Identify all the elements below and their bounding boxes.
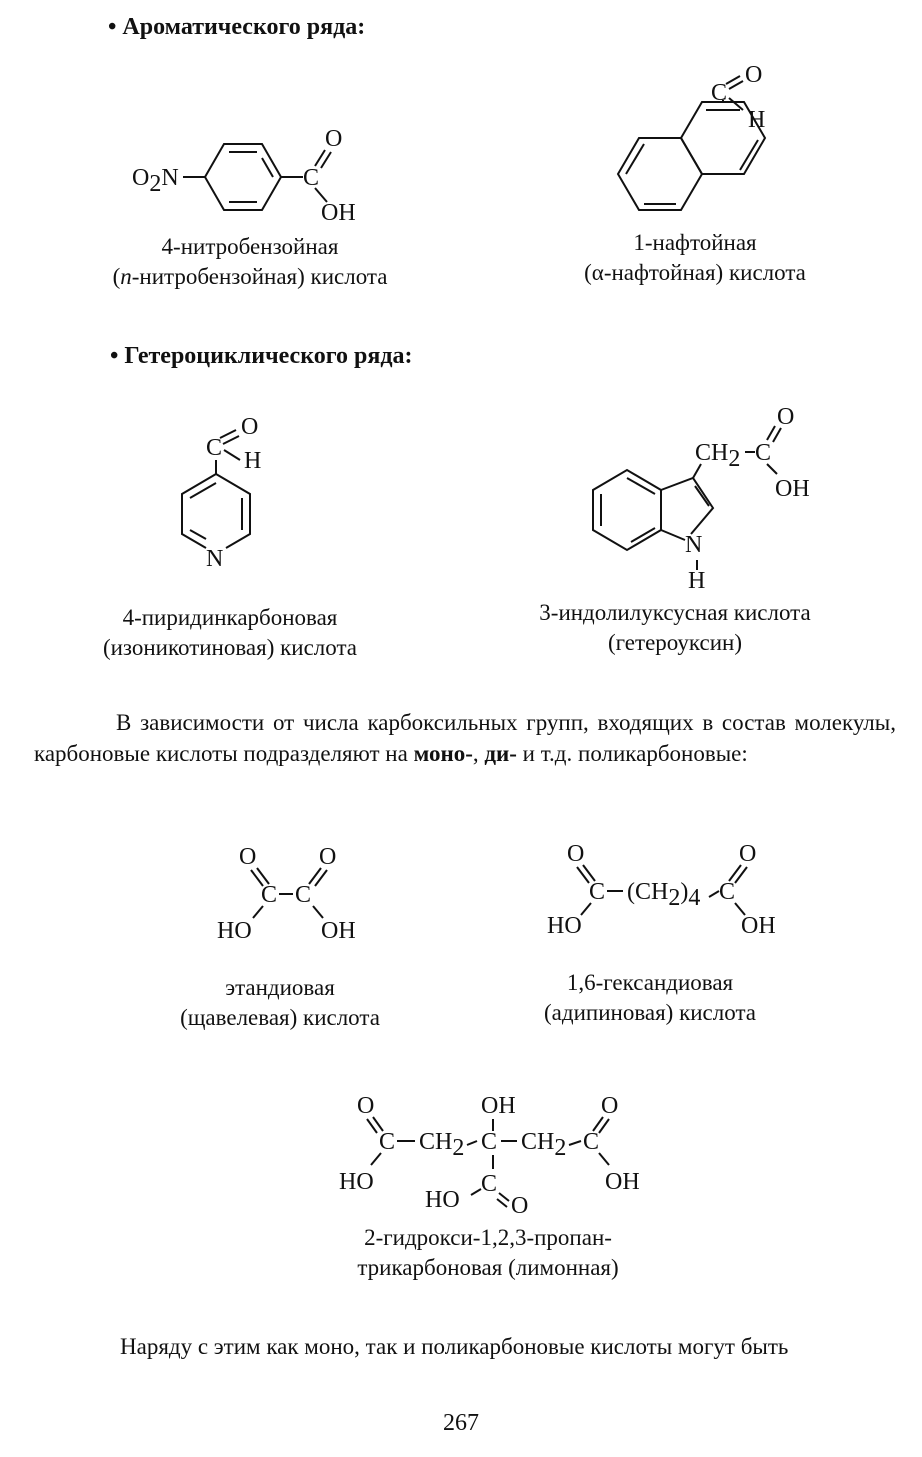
bullet: • — [110, 343, 119, 369]
compound-name-line2: (n-нитробензойная) кислота — [112, 264, 388, 289]
caption-naphthoic: 1-нафтойная (α-нафтойная) кислота — [545, 228, 845, 288]
caption-pyridinecarboxylic: 4-пиридинкарбоновая (изоникотиновая) кис… — [50, 603, 410, 663]
term-di: ди- — [484, 741, 517, 766]
structure-hexanedioic-acid: O O C (CH2)4 C HO OH — [547, 841, 776, 939]
group-ch2: CH2 — [695, 440, 740, 472]
atom-h: H — [688, 568, 705, 594]
atom-o-right: O — [319, 844, 336, 870]
atom-h: H — [244, 448, 261, 474]
compound-name-line1: 1,6-гександиовая — [566, 970, 734, 995]
atom-ho: HO — [217, 918, 252, 944]
atom-n: N — [206, 546, 223, 572]
atom-o: O — [325, 126, 342, 152]
paragraph-continuation: Наряду с этим как моно, так и поликарбон… — [120, 1334, 789, 1359]
page-number: 267 — [443, 1410, 479, 1436]
atom-c2: C — [481, 1129, 497, 1155]
compound-name-line2: (изоникотиновая) кислота — [102, 635, 358, 660]
atom-oh: OH — [775, 476, 810, 502]
structure-citric-acid: O OH O C CH2 C CH2 C HO OH C HO O — [339, 1093, 640, 1219]
paragraph-classification: В зависимости от числа карбоксильных гру… — [34, 710, 896, 766]
atom-c4: C — [481, 1171, 497, 1197]
atom-o-left: O — [357, 1093, 374, 1119]
atom-oh: OH — [321, 918, 356, 944]
caption-nitrobenzoic: 4-нитробензойная (n-нитробензойная) кисл… — [70, 232, 430, 292]
section-heading-heterocyclic: • Гетероциклического ряда: — [110, 343, 412, 370]
atom-c-left: C — [589, 879, 605, 905]
compound-name-line2: (адипиновая) кислота — [544, 1000, 756, 1025]
compound-name-line2: (гетероуксин) — [608, 630, 742, 655]
section-heading-aromatic: • Ароматического ряда: — [108, 14, 365, 41]
atom-c-right: C — [295, 882, 311, 908]
term-mono: моно- — [413, 741, 473, 766]
atom-h: H — [748, 107, 765, 133]
atom-o-left: O — [567, 841, 584, 867]
caption-ethanedioic: этандиовая (щавелевая) кислота — [110, 973, 450, 1033]
compound-name-line1: 4-пиридинкарбоновая — [122, 605, 338, 630]
structure-pyridinecarboxylic-acid: C O H N — [181, 414, 261, 572]
caption-hexanedioic: 1,6-гександиовая (адипиновая) кислота — [480, 968, 820, 1028]
atom-c-right: C — [719, 879, 735, 905]
atom-c: C — [755, 440, 771, 466]
section-title: Гетероциклического ряда: — [124, 343, 413, 369]
structure-naphthoic-acid: C C O H — [616, 62, 767, 211]
compound-name-line2: (α-нафтойная) кислота — [584, 260, 806, 285]
atom-oh-top: OH — [481, 1093, 516, 1119]
atom-oh: OH — [321, 200, 356, 226]
structure-indoleacetic-acid: N H CH2 C O OH — [592, 404, 810, 594]
atom-o: O — [777, 404, 794, 430]
compound-name-line2: трикарбоновая (лимонная) — [357, 1255, 619, 1280]
atom-o-right: O — [601, 1093, 618, 1119]
atom-o-right: O — [739, 841, 756, 867]
atom-oh-right: OH — [605, 1169, 640, 1195]
atom-c: C — [206, 435, 222, 461]
bullet: • — [108, 14, 117, 40]
section-title: Ароматического ряда: — [122, 14, 366, 40]
atom-o: O — [745, 62, 762, 88]
atom-ho-left: HO — [339, 1169, 374, 1195]
atom-ho-bottom: HO — [425, 1187, 460, 1213]
compound-name-line1: 2-гидрокси-1,2,3-пропан- — [364, 1225, 612, 1250]
atom-o-bottom: O — [511, 1193, 528, 1219]
compound-name-line1: 1-нафтойная — [633, 230, 757, 255]
compound-name-line1: этандиовая — [225, 975, 335, 1000]
atom-oh: OH — [741, 913, 776, 939]
compound-name-line1: 4-нитробензойная — [161, 234, 339, 259]
caption-indoleacetic: 3-индолилуксусная кислота (гетероуксин) — [490, 598, 860, 658]
caption-citric: 2-гидрокси-1,2,3-пропан- трикарбоновая (… — [308, 1223, 668, 1283]
atom-c: C — [303, 165, 319, 191]
atom-o2n: O2N — [132, 165, 179, 197]
structure-ethanedioic-acid: O O C C HO OH — [217, 844, 356, 944]
group-ch2-right: CH2 — [521, 1129, 566, 1161]
atom-c1: C — [379, 1129, 395, 1155]
atom-n: N — [685, 532, 702, 558]
atom-o-left: O — [239, 844, 256, 870]
compound-name-line2: (щавелевая) кислота — [180, 1005, 380, 1030]
structure-nitrobenzoic-acid: O2N C O OH — [132, 126, 356, 226]
atom-o: O — [241, 414, 258, 440]
atom-c3: C — [583, 1129, 599, 1155]
group-ch2-n: (CH2)4 — [627, 879, 700, 911]
atom-ho: HO — [547, 913, 582, 939]
atom-c-left: C — [261, 882, 277, 908]
atom-c-top: C — [711, 80, 727, 106]
group-ch2-left: CH2 — [419, 1129, 464, 1161]
compound-name-line1: 3-индолилуксусная кислота — [539, 600, 811, 625]
